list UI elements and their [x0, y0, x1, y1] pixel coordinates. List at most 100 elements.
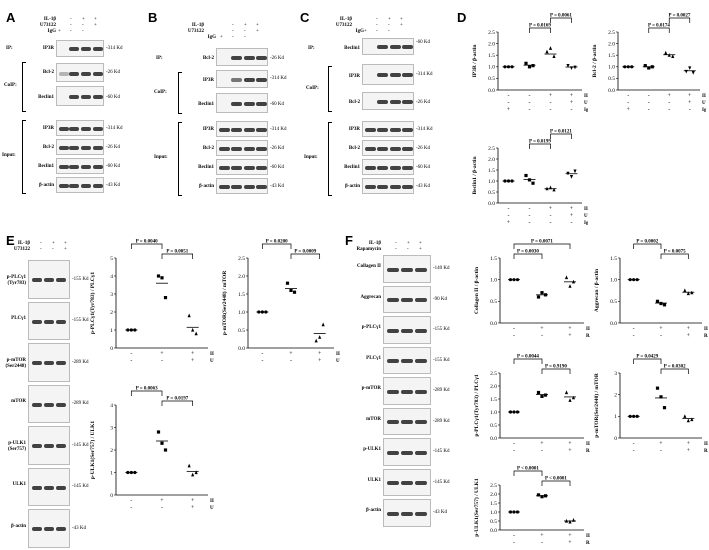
blot-row-label: Beclin1 — [344, 165, 360, 170]
treatment-sign: - — [232, 29, 234, 34]
western-blot — [383, 255, 431, 283]
treatment-sign: + — [94, 17, 97, 22]
x-sign: - — [550, 100, 552, 106]
blot-row-label: mTOR — [366, 416, 381, 422]
group-label: Input: — [304, 155, 318, 160]
western-blot — [362, 64, 414, 85]
p-value-label: P = 0.0200 — [266, 240, 288, 245]
molecular-weight: -145 Kd — [433, 479, 450, 485]
x-sign: + — [191, 498, 195, 504]
molecular-weight: -155 Kd — [433, 357, 450, 363]
significance-bracket — [513, 243, 571, 249]
y-tick-label: 0.5 — [488, 190, 495, 196]
x-row-label: IL-1β — [210, 352, 214, 357]
molecular-weight: -314 Kd — [270, 127, 287, 132]
molecular-weight: -60 Kd — [416, 165, 431, 170]
treatment-sign: - — [376, 23, 378, 28]
treatment-sign: + — [419, 241, 422, 246]
x-sign: + — [540, 441, 544, 447]
data-point — [314, 338, 318, 343]
p-value-label: P = 0.0302 — [664, 365, 686, 370]
blot-row-label: Bcl-2 — [348, 146, 360, 151]
x-sign: + — [191, 358, 195, 364]
x-sign: - — [648, 100, 650, 106]
y-tick-label: 3 — [614, 371, 617, 377]
data-point — [187, 463, 191, 468]
data-point — [671, 54, 675, 58]
treatment-label: U73122 — [187, 29, 204, 34]
significance-bracket — [513, 253, 543, 259]
treatment-sign: + — [244, 23, 247, 28]
x-row-label: IgG — [584, 108, 588, 113]
western-blot — [362, 92, 414, 110]
y-tick-label: 2 — [614, 392, 617, 398]
molecular-weight: -60 Kd — [270, 102, 285, 107]
x-row-label: U73122 — [584, 101, 588, 106]
p-value-label: P = 0.0197 — [166, 397, 188, 402]
treatment-sign: + — [256, 23, 259, 28]
western-blot — [383, 377, 431, 405]
x-sign: - — [550, 213, 552, 219]
data-point — [540, 495, 544, 499]
p-value-label: P = 0.0051 — [166, 250, 188, 255]
treatment-sign: + — [58, 29, 61, 34]
blot-row-label: ULK1 — [12, 482, 26, 488]
treatment-sign: - — [376, 29, 378, 34]
data-point — [191, 327, 195, 332]
x-sign: - — [529, 93, 531, 99]
blot-row-label: Collagen II — [356, 264, 381, 270]
x-sign: + — [318, 358, 322, 364]
blot-row-label: Aggrecan — [360, 294, 381, 300]
x-sign: - — [633, 333, 635, 339]
x-sign: - — [513, 540, 515, 546]
x-sign: - — [513, 533, 515, 539]
x-sign: - — [513, 441, 515, 447]
blot-row-label: IP3R — [42, 46, 54, 51]
x-sign: + — [687, 333, 691, 339]
chart-f-pplcg1-plcg1: 0.00.51.01.52.02.5p-PLCγ1(Tyr783) / PLCγ… — [473, 355, 590, 455]
molecular-weight: -60 Kd — [106, 95, 121, 100]
x-sign: + — [191, 505, 195, 511]
western-blot — [383, 407, 431, 435]
western-blot — [362, 159, 414, 175]
blot-row-label: IP3R — [42, 126, 54, 131]
x-sign: + — [687, 326, 691, 332]
western-blot — [216, 140, 268, 156]
x-row-label: U73122 — [584, 214, 588, 219]
x-sign: + — [289, 351, 293, 357]
y-tick-label: 0 — [110, 493, 113, 499]
data-point — [683, 414, 687, 418]
x-sign: + — [568, 540, 572, 546]
treatment-sign: - — [82, 23, 84, 28]
western-blot — [216, 121, 268, 137]
x-sign: - — [541, 448, 543, 454]
y-axis-label: Aggrecan / β-actin — [594, 269, 600, 312]
y-tick-label: 1.0 — [608, 65, 615, 71]
x-sign: - — [633, 448, 635, 454]
data-point — [662, 406, 667, 410]
data-point — [643, 64, 647, 68]
molecular-weight: -60 Kd — [106, 164, 121, 169]
y-axis-label: IP3R / β-actin — [472, 45, 478, 78]
y-tick-label: 1 — [110, 328, 113, 334]
x-sign: + — [688, 93, 692, 99]
x-sign: + — [568, 441, 572, 447]
x-sign: - — [508, 100, 510, 106]
x-sign: - — [660, 448, 662, 454]
western-blot — [216, 159, 268, 175]
western-blot — [28, 301, 70, 340]
treatment-sign: + — [94, 23, 97, 28]
data-point — [548, 46, 553, 50]
significance-bracket — [550, 17, 572, 23]
group-label: CoIP: — [4, 83, 17, 88]
blot-row-label: Bcl-2 — [42, 70, 54, 75]
p-value-label: P < 0.0001 — [545, 477, 567, 482]
treatment-label: IL-1β — [17, 241, 30, 246]
molecular-weight: -26 Kd — [416, 100, 431, 105]
x-sign: - — [633, 441, 635, 447]
molecular-weight: -155 Kd — [72, 318, 89, 324]
x-sign: - — [541, 540, 543, 546]
data-point — [664, 50, 668, 55]
